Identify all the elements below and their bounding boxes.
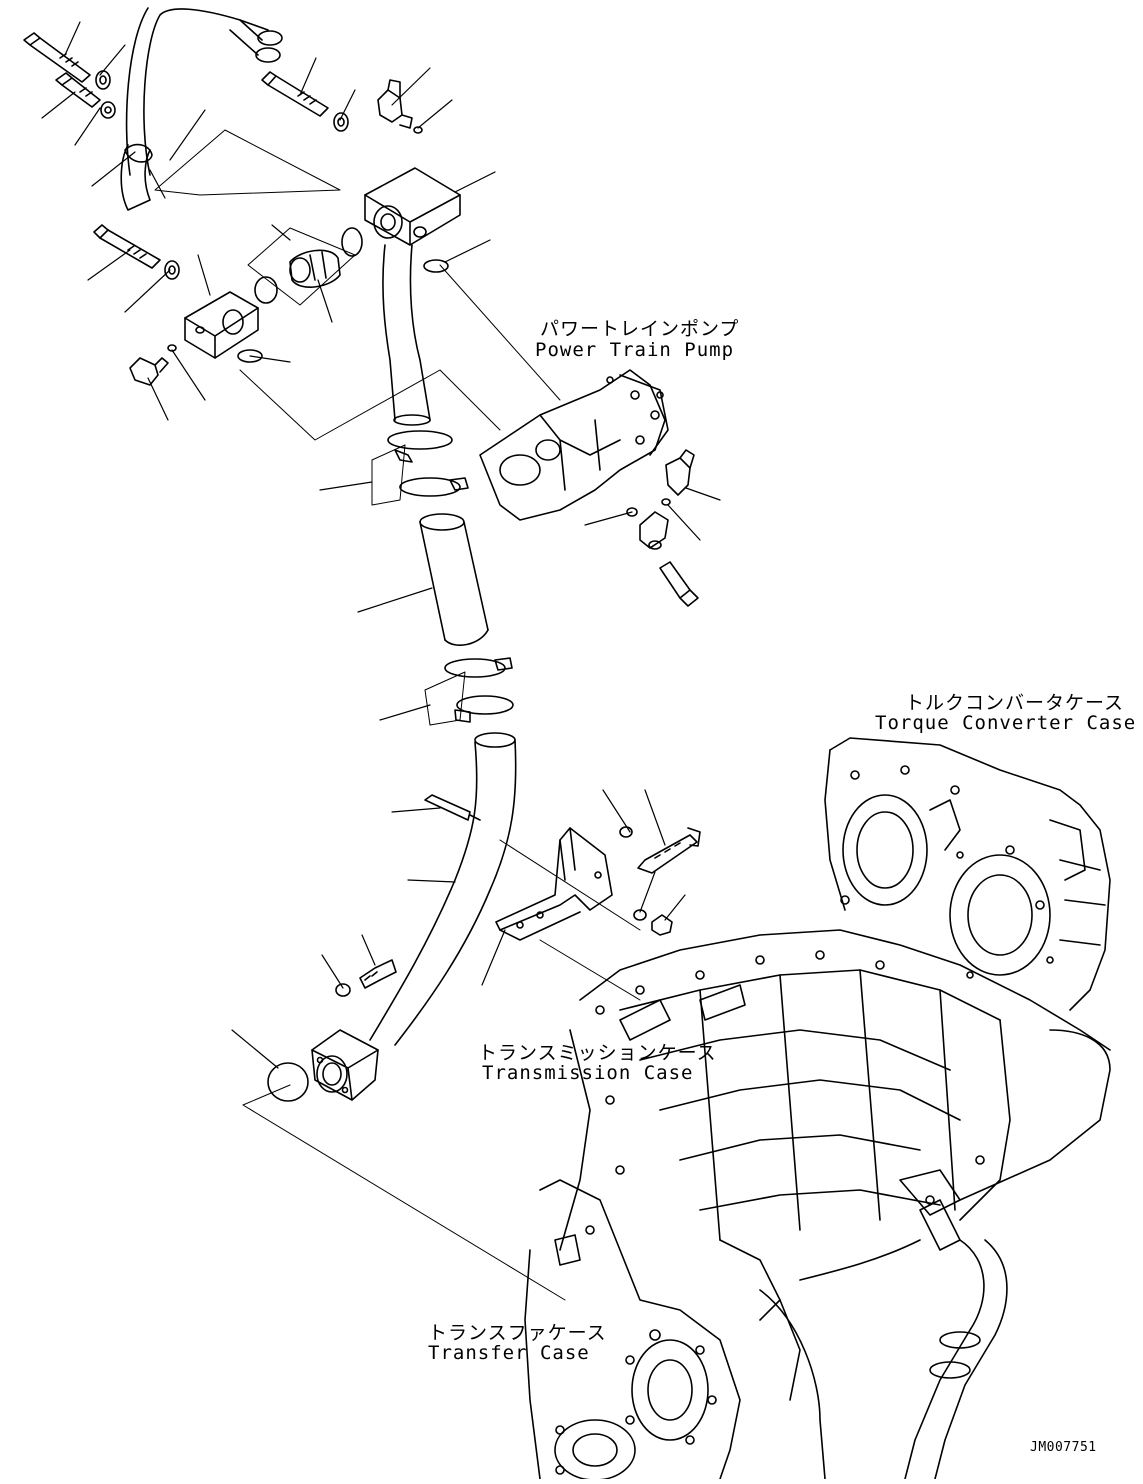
hose-clamp-lower <box>425 658 513 725</box>
o-ring-pump-small-2 <box>662 499 670 505</box>
bracket-outline-sleeve <box>248 228 355 305</box>
gasket-flange <box>268 1063 308 1101</box>
leader-lines <box>42 22 720 1068</box>
transmission-case-label-jp: トランスミッションケース <box>478 1042 717 1064</box>
top-hose <box>121 8 282 210</box>
flange <box>312 1030 378 1100</box>
torque-converter-case <box>825 738 1110 1010</box>
elbow-fitting-pump <box>666 450 694 495</box>
elbow-fitting-top <box>378 80 412 128</box>
bolt-top-left-1 <box>24 33 90 82</box>
hose-clamp-upper <box>372 431 468 505</box>
power-train-pump-label-en: Power Train Pump <box>535 339 735 361</box>
o-ring-upper-small <box>424 260 448 272</box>
torque-converter-case-label-en: Torque Converter Case <box>875 712 1137 734</box>
clip-tube <box>425 795 480 820</box>
bracket-outline-top <box>155 130 340 195</box>
o-ring-left-lower <box>238 350 262 362</box>
adapter-pump <box>640 512 668 549</box>
power-train-pump-label-jp: パワートレインポンプ <box>540 318 740 340</box>
o-ring-pump-small-1 <box>627 508 637 516</box>
transfer-case <box>525 1180 825 1479</box>
drawing-code: JM007751 <box>1030 1440 1097 1455</box>
transfer-case-label-en: Transfer Case <box>428 1342 590 1364</box>
elbow-fitting-left <box>130 358 168 385</box>
bolt-bracket <box>638 828 700 873</box>
mounting-bracket <box>496 828 612 940</box>
right-side-pipe <box>800 1200 1007 1479</box>
transfer-case-label-jp: トランスファケース <box>428 1322 607 1344</box>
washer-bracket <box>620 827 632 837</box>
washer-top-left-1 <box>96 71 110 89</box>
straight-hose <box>420 514 488 645</box>
washer-mid-left <box>165 261 179 279</box>
nut-bracket <box>652 915 672 935</box>
leader-block-to-pump <box>440 265 560 400</box>
bolt-pump <box>660 562 698 606</box>
torque-converter-case-label-jp: トルクコンバータケース <box>905 692 1125 714</box>
leader-bracket-outline <box>500 840 640 1000</box>
bolt-top-left-2 <box>56 73 100 107</box>
upper-tube <box>383 245 430 425</box>
connector-sleeve <box>290 250 340 287</box>
washer-bracket-2 <box>634 910 646 920</box>
transmission-case <box>560 930 1110 1320</box>
bolt-mid-left <box>94 225 160 268</box>
washer-top-right <box>334 113 348 131</box>
adapter-block-left <box>185 292 258 358</box>
power-train-pump <box>480 370 668 520</box>
transmission-case-label-en: Transmission Case <box>482 1062 694 1084</box>
bracket-outline-lower <box>240 370 500 440</box>
o-ring-top-small <box>414 127 422 133</box>
washer-top-left-2 <box>101 102 115 118</box>
bolt-top-right <box>262 72 328 116</box>
upper-block <box>365 168 460 245</box>
o-ring-upper <box>342 228 362 256</box>
washer-flange <box>336 984 350 996</box>
lower-bent-tube <box>370 733 516 1045</box>
leader-flange-outline <box>243 1085 565 1300</box>
o-ring-left-large <box>255 277 277 303</box>
bolt-flange <box>360 960 396 988</box>
